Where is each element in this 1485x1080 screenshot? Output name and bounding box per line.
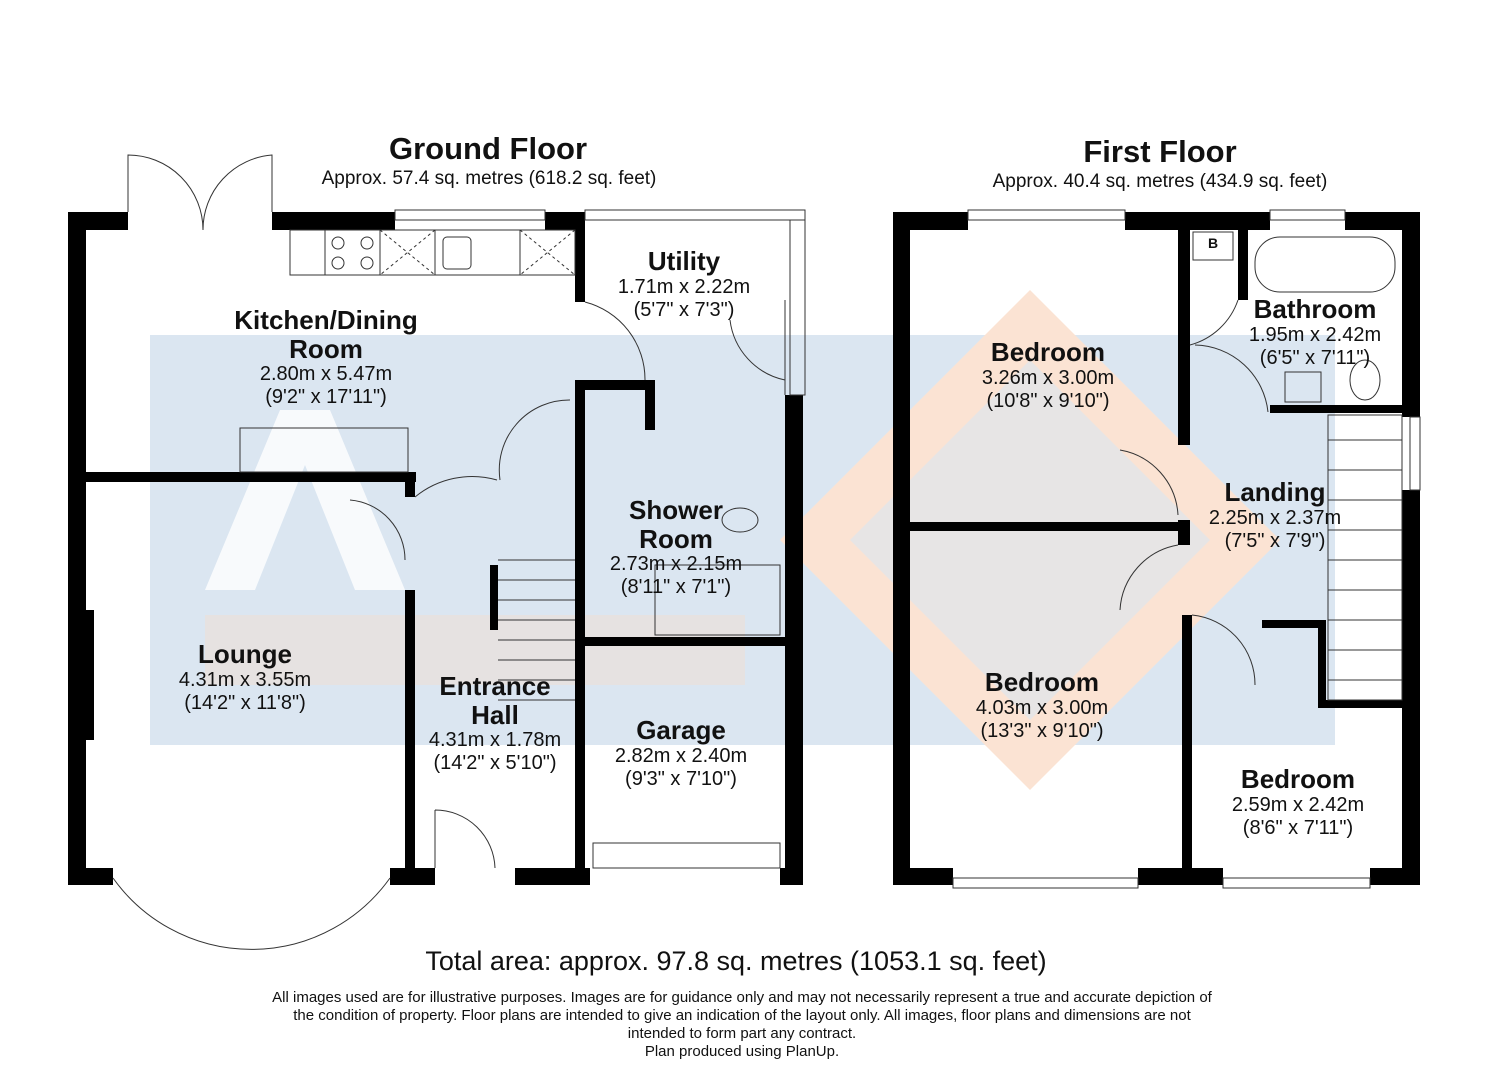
disclaimer: All images used are for illustrative pur… [272,989,1212,1042]
ground-floor-walls [68,212,803,885]
ground-floor-area: Approx. 57.4 sq. metres (618.2 sq. feet) [321,168,657,189]
room-landing: Landing 2.25m x 2.37m (7'5" x 7'9") [1209,478,1341,553]
room-name: Bedroom [990,337,1106,367]
room-name: Kitchen/Dining [234,305,418,335]
room-dimensions-imperial: (9'3" x 7'10") [625,767,737,790]
room-dimensions-metric: 2.25m x 2.37m [1208,506,1342,529]
room-bedroom-1: Bedroom 3.26m x 3.00m (10'8" x 9'10") [982,338,1114,413]
room-dimensions-imperial: (7'5" x 7'9") [1224,529,1326,552]
room-kitchen-dining: Kitchen/Dining Room 2.80m x 5.47m (9'2" … [234,306,417,409]
first-floor-title: First Floor [1083,134,1237,169]
room-name: Utility [647,246,721,276]
room-dimensions-metric: 2.73m x 2.15m [609,553,743,576]
room-name: Landing [1224,477,1326,507]
room-dimensions-imperial: (10'8" x 9'10") [986,389,1110,412]
room-dimensions-metric: 4.31m x 3.55m [178,668,312,691]
room-utility: Utility 1.71m x 2.22m (5'7" x 7'3") [618,247,750,322]
room-dimensions-imperial: (13'3" x 9'10") [980,719,1104,742]
room-lounge: Lounge 4.31m x 3.55m (14'2" x 11'8") [179,640,311,715]
room-dimensions-metric: 2.59m x 2.42m [1231,793,1365,816]
room-name: Shower [629,495,723,525]
first-floor-fixtures [952,209,1421,889]
room-name: Hall [471,699,519,730]
room-name: Lounge [198,639,292,669]
room-bedroom-2: Bedroom 4.03m x 3.00m (13'3" x 9'10") [976,668,1108,743]
room-dimensions-imperial: (5'7" x 7'3") [633,298,735,321]
room-name: Room [639,523,713,554]
room-bedroom-3: Bedroom 2.59m x 2.42m (8'6" x 7'11") [1232,765,1364,840]
room-dimensions-metric: 3.26m x 3.00m [981,366,1115,389]
first-floor-walls [893,212,1420,885]
room-name: Entrance [439,671,551,701]
room-entrance-hall: Entrance Hall 4.31m x 1.78m (14'2" x 5'1… [429,672,561,775]
room-dimensions-metric: 1.71m x 2.22m [617,275,751,298]
room-name: Bedroom [1240,764,1356,794]
ground-floor-title: Ground Floor [388,131,588,166]
room-dimensions-imperial: (14'2" x 11'8") [184,691,306,714]
first-floor-area: Approx. 40.4 sq. metres (434.9 sq. feet) [992,171,1328,192]
room-dimensions-metric: 4.03m x 3.00m [975,696,1109,719]
plan-credit: Plan produced using PlanUp. [644,1043,840,1060]
room-name: Room [289,333,363,364]
total-area: Total area: approx. 97.8 sq. metres (105… [425,946,1047,976]
room-dimensions-imperial: (14'2" x 5'10") [433,752,557,775]
room-dimensions-metric: 4.31m x 1.78m [428,729,562,752]
room-dimensions-metric: 2.82m x 2.40m [614,744,748,767]
room-dimensions-imperial: (6'5" x 7'11") [1259,346,1371,369]
room-dimensions-imperial: (8'11" x 7'1") [620,576,732,599]
room-bathroom: Bathroom 1.95m x 2.42m (6'5" x 7'11") [1249,295,1381,370]
room-name: Bathroom [1253,294,1377,324]
room-garage: Garage 2.82m x 2.40m (9'3" x 7'10") [615,716,747,791]
room-dimensions-imperial: (8'6" x 7'11") [1242,816,1354,839]
room-name: Bedroom [984,667,1100,697]
boiler-label: B [1207,235,1219,251]
room-dimensions-metric: 2.80m x 5.47m [259,363,393,386]
room-name: Garage [636,715,726,745]
footer: All images used are for illustrative pur… [272,989,1212,1061]
ground-floor-fixtures [112,154,806,950]
room-dimensions-metric: 1.95m x 2.42m [1248,323,1382,346]
room-shower-room: Shower Room 2.73m x 2.15m (8'11" x 7'1") [610,496,742,599]
room-dimensions-imperial: (9'2" x 17'11") [265,386,387,409]
